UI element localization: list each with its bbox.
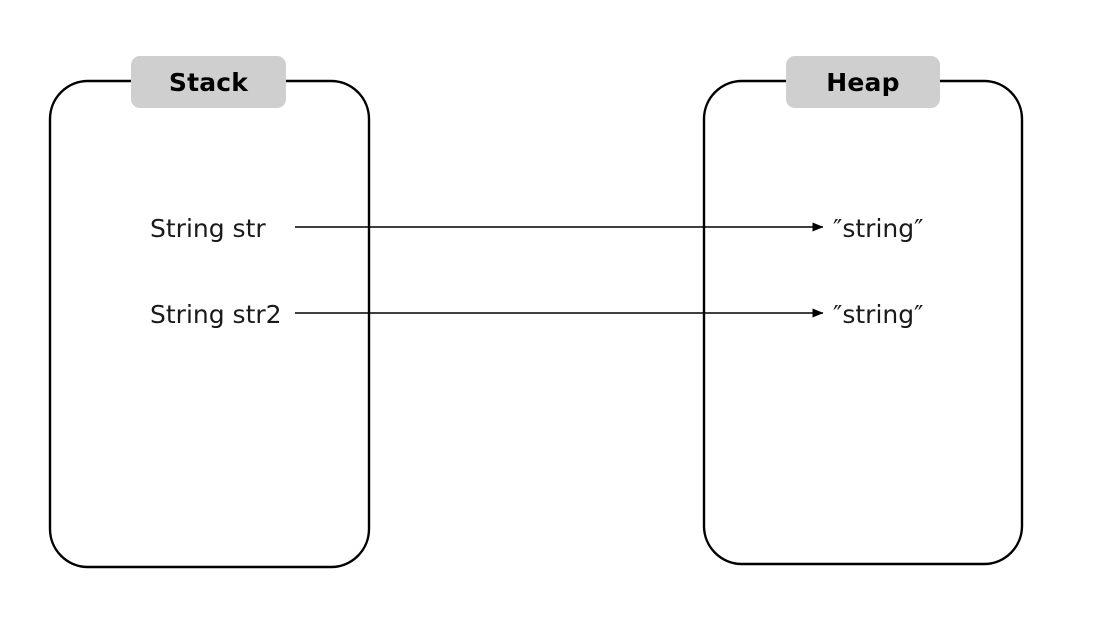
stack-region-label: Stack: [131, 56, 286, 108]
stack-region-label-text: Stack: [168, 67, 249, 97]
stack-entry-str2: String str2: [150, 302, 282, 327]
stack-entry-str: String str: [150, 216, 266, 241]
stack-entry-str-label: String str: [150, 214, 266, 243]
heap-region-label-text: Heap: [826, 67, 900, 97]
heap-entry-value1: ″string″: [833, 216, 923, 241]
heap-entry-value2: ″string″: [833, 302, 923, 327]
heap-entry-value2-label: ″string″: [833, 300, 924, 329]
heap-entry-value1-label: ″string″: [833, 214, 924, 243]
stack-entry-str2-label: String str2: [150, 300, 282, 329]
heap-region-label: Heap: [786, 56, 940, 108]
